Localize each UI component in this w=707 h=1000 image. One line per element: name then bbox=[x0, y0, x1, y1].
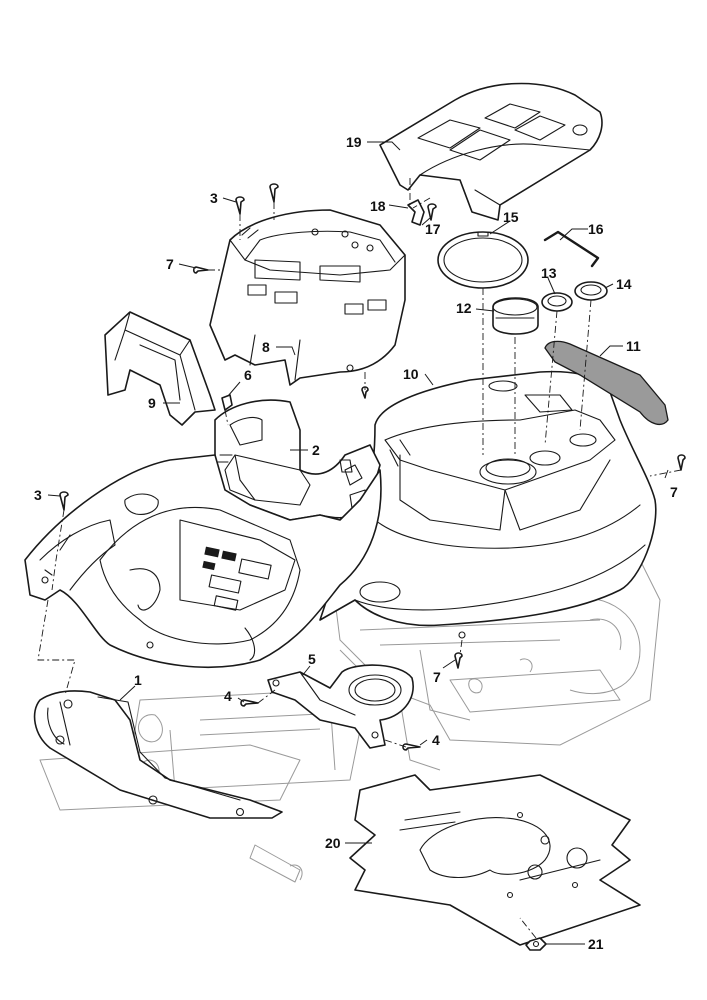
callout-10: 10 bbox=[403, 366, 419, 382]
screw-3-left bbox=[59, 491, 69, 511]
hardware bbox=[59, 183, 686, 751]
callout-7-right: 7 bbox=[670, 484, 678, 500]
leader-lines bbox=[47, 141, 669, 945]
callout-15: 15 bbox=[503, 209, 519, 225]
screw-top bbox=[269, 183, 279, 203]
front-bumper-part-1 bbox=[33, 690, 283, 819]
callout-20: 20 bbox=[325, 835, 341, 851]
callout-21: 21 bbox=[588, 936, 604, 952]
ring-part-15 bbox=[437, 231, 529, 289]
callout-6: 6 bbox=[244, 367, 252, 383]
callout-4-right: 4 bbox=[432, 732, 440, 748]
callout-3-left: 3 bbox=[34, 487, 42, 503]
callout-2: 2 bbox=[312, 442, 320, 458]
callout-13: 13 bbox=[541, 265, 557, 281]
screw-4-right bbox=[402, 743, 421, 751]
callout-7-lower: 7 bbox=[433, 669, 441, 685]
grommet-part-13 bbox=[541, 292, 573, 312]
screw-4-left bbox=[240, 699, 259, 707]
grommet-part-14 bbox=[574, 281, 608, 301]
fastener-8 bbox=[361, 386, 369, 399]
screw-part-17 bbox=[427, 203, 437, 221]
callout-11: 11 bbox=[626, 338, 641, 354]
screw-3-upper bbox=[235, 196, 245, 215]
cap-part-12 bbox=[492, 297, 539, 335]
callout-16: 16 bbox=[588, 221, 604, 237]
clip-part-18 bbox=[407, 199, 425, 226]
callout-8: 8 bbox=[262, 339, 270, 355]
callout-18: 18 bbox=[370, 198, 386, 214]
floor-mat-part-20 bbox=[349, 774, 641, 946]
support-bracket-part-5 bbox=[267, 664, 414, 749]
callout-17: 17 bbox=[425, 221, 441, 237]
screw-7-right bbox=[677, 454, 686, 471]
callout-4-left: 4 bbox=[224, 688, 232, 704]
screw-7-lower bbox=[454, 652, 463, 669]
assembly-lines bbox=[37, 178, 682, 939]
nut-part-21 bbox=[525, 937, 547, 951]
top-cover-part-19 bbox=[379, 82, 603, 221]
callout-3-upper: 3 bbox=[210, 190, 218, 206]
main-body-fender bbox=[24, 454, 382, 668]
steering-dash-part-8 bbox=[209, 209, 406, 386]
callout-7-left: 7 bbox=[166, 256, 174, 272]
callout-9: 9 bbox=[148, 395, 156, 411]
rod-part-16 bbox=[543, 230, 600, 268]
callout-14: 14 bbox=[616, 276, 632, 292]
callout-5: 5 bbox=[308, 651, 316, 667]
callout-12: 12 bbox=[456, 300, 472, 316]
bracket-part-9 bbox=[104, 311, 216, 426]
grille-part-11 bbox=[544, 340, 669, 426]
clip-part-6 bbox=[221, 394, 233, 411]
callout-19: 19 bbox=[346, 134, 362, 150]
rear-body-part-10 bbox=[319, 370, 657, 627]
callout-1: 1 bbox=[134, 672, 142, 688]
callout-labels: 19 18 17 15 16 13 14 12 11 10 3 7 8 6 9 … bbox=[34, 134, 678, 952]
